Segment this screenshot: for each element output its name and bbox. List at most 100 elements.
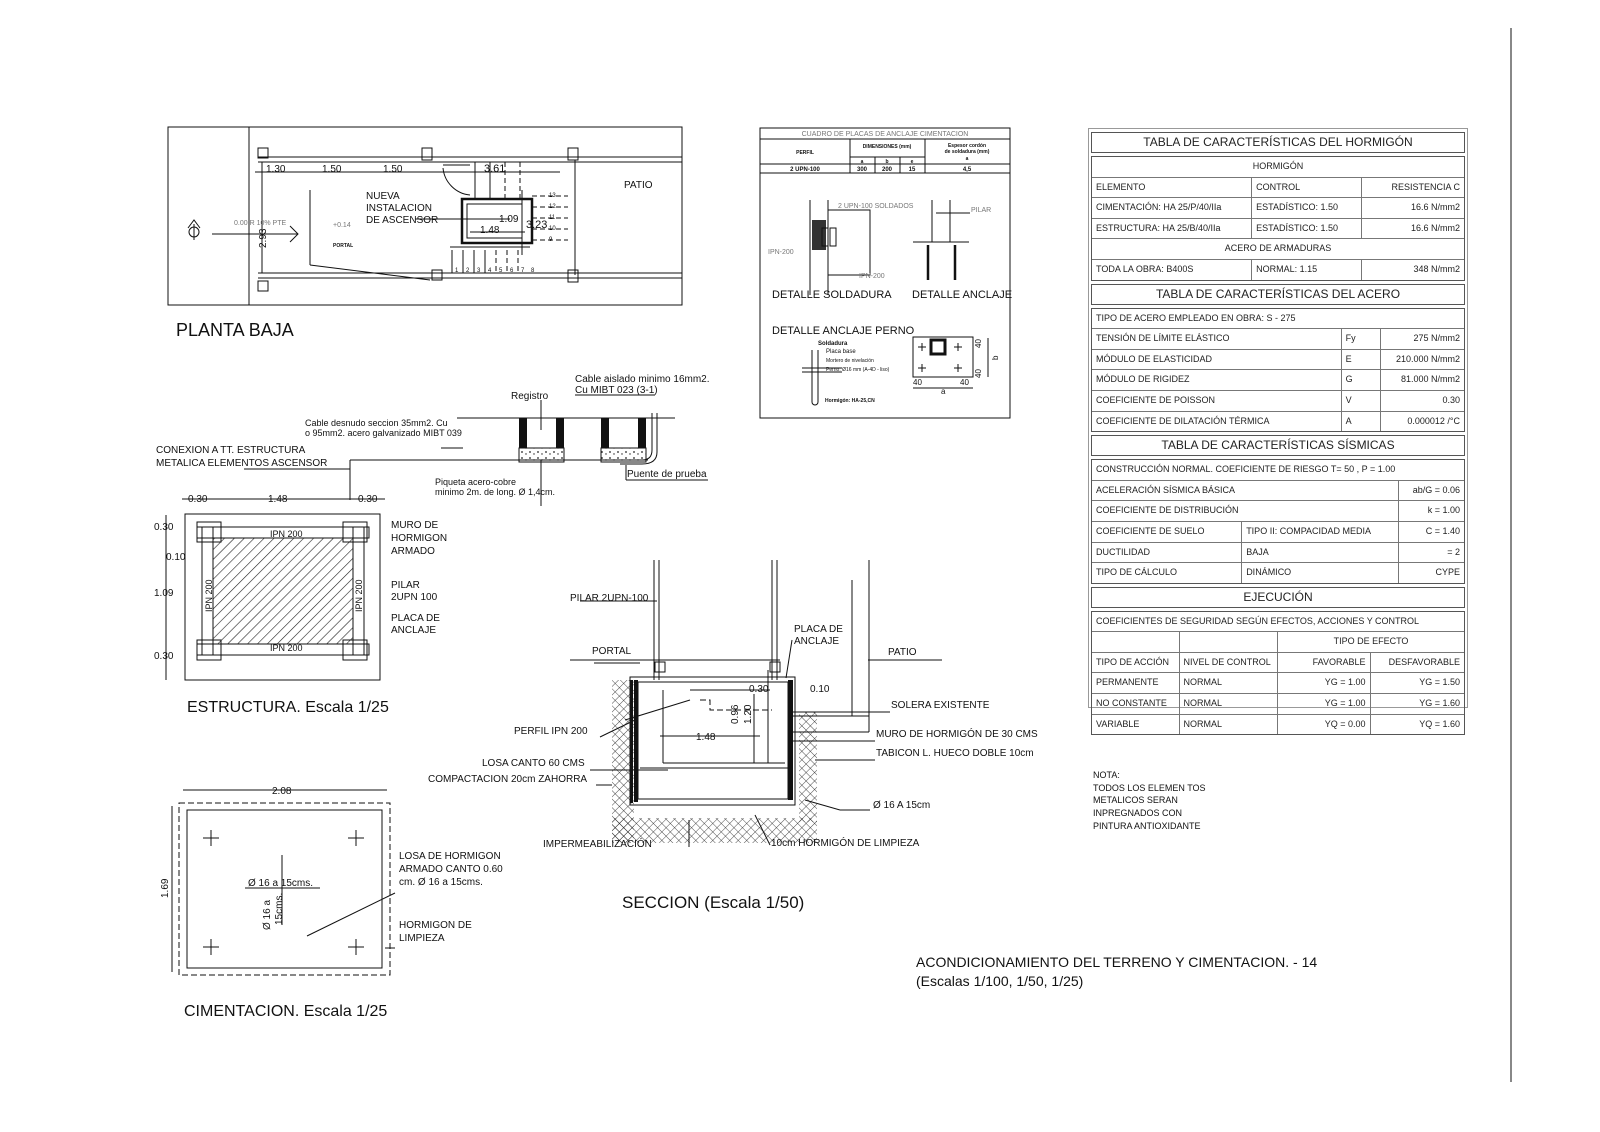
limpieza-line-1: HORMIGON DE bbox=[399, 920, 472, 931]
placa-line-2: ANCLAJE bbox=[391, 625, 436, 636]
table-cell: G bbox=[1340, 370, 1381, 390]
pilar-detail-label: PILAR bbox=[971, 207, 991, 214]
sheet-title: ACONDICIONAMIENTO DEL TERRENO Y CIMENTAC… bbox=[916, 954, 1317, 970]
table-cell: 0.30 bbox=[1380, 390, 1464, 411]
table-cell: k = 1.00 bbox=[1398, 501, 1464, 521]
table-title: TABLA DE CARACTERÍSTICAS DEL HORMIGÓN bbox=[1091, 132, 1465, 153]
table-cell: ESTRUCTURA: HA 25/B/40/IIa bbox=[1096, 222, 1221, 233]
table-cell: TIPO DE EFECTO bbox=[1277, 632, 1464, 652]
cuadro-cell-b: 200 bbox=[882, 167, 893, 173]
table-cell: COEFICIENTES DE SEGURIDAD SEGÚN EFECTOS,… bbox=[1096, 615, 1420, 626]
table-cell: NORMAL: 1.15 bbox=[1251, 259, 1360, 280]
table-cell bbox=[1178, 632, 1277, 652]
cuadro-title: CUADRO DE PLACAS DE ANCLAJE CIMENTACION bbox=[802, 131, 969, 138]
table-cell: VARIABLE bbox=[1096, 718, 1140, 729]
perno-label-mortero: Mortero de nivelación bbox=[826, 358, 874, 364]
patio-label: PATIO bbox=[624, 180, 653, 191]
seccion-drawing bbox=[570, 560, 942, 847]
table-cell: RESISTENCIA C bbox=[1360, 177, 1464, 198]
detalle-anclaje-title: DETALLE ANCLAJE bbox=[912, 289, 1012, 301]
cuadro-header-espesor-2: de soldadura (mm) bbox=[945, 149, 990, 155]
seccion-portal-label: PORTAL bbox=[592, 646, 632, 657]
placa-dim-40-d: 40 bbox=[974, 369, 983, 378]
table-cell: ACELERACIÓN SÍSMICA BÁSICA bbox=[1096, 484, 1236, 495]
table-title: TABLA DE CARACTERÍSTICAS SÍSMICAS bbox=[1091, 435, 1465, 457]
cuadro-cell-espesor: 4,5 bbox=[963, 167, 972, 173]
registro-label: Registro bbox=[511, 391, 549, 402]
table-row: COEFICIENTES DE SEGURIDAD SEGÚN EFECTOS,… bbox=[1092, 612, 1464, 632]
step-4: 4 bbox=[488, 268, 492, 274]
puente-prueba-label: Puente de prueba bbox=[627, 469, 707, 480]
table-cell: NO CONSTANTE bbox=[1096, 698, 1167, 709]
ipn-bottom-label: IPN 200 bbox=[270, 643, 303, 653]
estructura-dim-0-30-top: 0.30 bbox=[154, 522, 174, 533]
losa-line-3: cm. Ø 16 a 15cms. bbox=[399, 877, 483, 888]
step-5: 5 bbox=[499, 268, 503, 274]
seccion-placa-line-2: ANCLAJE bbox=[794, 636, 839, 647]
lift-label-line-3: DE ASCENSOR bbox=[366, 215, 438, 226]
conexion-line-2: METALICA ELEMENTOS ASCENSOR bbox=[156, 458, 327, 469]
estructura-plan bbox=[165, 498, 385, 681]
ipn-200-label-a: IPN-200 bbox=[768, 249, 794, 256]
piqueta-line-1: Piqueta acero-cobre bbox=[435, 477, 516, 487]
earthing-detail bbox=[244, 394, 708, 506]
table-cell: NORMAL bbox=[1178, 694, 1277, 714]
table-cell: V bbox=[1340, 390, 1381, 411]
cuadro-cell-perfil: 2 UPN-100 bbox=[790, 167, 820, 173]
dim-1-50-b: 1.50 bbox=[383, 164, 403, 175]
table-cell: E bbox=[1340, 349, 1381, 370]
table-cell: CONTROL bbox=[1251, 177, 1360, 198]
cuadro-header-b: b bbox=[885, 159, 888, 165]
table-title: TABLA DE CARACTERÍSTICAS DEL ACERO bbox=[1091, 283, 1465, 305]
step-10: 10 bbox=[549, 226, 556, 232]
table-row: TIPO DE ACERO EMPLEADO EN OBRA: S - 275 bbox=[1092, 309, 1464, 329]
table-cell: COEFICIENTE DE POISSON bbox=[1096, 394, 1216, 405]
estructura-dim-0-30-bottom: 0.30 bbox=[154, 651, 174, 662]
impermeabilizacion-label: IMPERMEABILIZACIÓN bbox=[543, 837, 652, 850]
seccion-dim-1-20: 1.20 bbox=[743, 704, 754, 724]
cable-aislado-line-2: Cu MIBT 023 (3-1) bbox=[575, 385, 658, 396]
table-cell: NORMAL bbox=[1178, 714, 1277, 735]
ipn-top-label: IPN 200 bbox=[270, 529, 303, 539]
table-cell: YG = 1.50 bbox=[1369, 673, 1465, 694]
solera-label: SOLERA EXISTENTE bbox=[891, 700, 990, 711]
nota-line-5: PINTURA ANTIOXIDANTE bbox=[1093, 821, 1201, 831]
table-row: ACERO DE ARMADURAS bbox=[1092, 238, 1464, 259]
detalle-perno-title: DETALLE ANCLAJE PERNO bbox=[772, 325, 915, 337]
cuadro-header-espesor-1: Espesor cordón bbox=[948, 143, 986, 149]
table-cell: YG = 1.60 bbox=[1369, 694, 1465, 714]
pilar-line-1: PILAR bbox=[391, 580, 420, 591]
muro-line-2: HORMIGON bbox=[391, 533, 447, 544]
table-cell: C = 1.40 bbox=[1398, 521, 1464, 542]
conexion-line-1: CONEXION A TT. ESTRUCTURA bbox=[156, 445, 306, 456]
cable-desnudo-line-1: Cable desnudo seccion 35mm2. Cu bbox=[305, 418, 448, 428]
estructura-title: ESTRUCTURA. Escala 1/25 bbox=[187, 699, 389, 716]
pilar-line-2: 2UPN 100 bbox=[391, 592, 438, 603]
step-13: 13 bbox=[549, 193, 556, 199]
cimentacion-plan bbox=[171, 789, 396, 976]
cuadro-header-a: a bbox=[861, 159, 864, 165]
tabicon-label: TABICON L. HUECO DOBLE 10cm bbox=[876, 748, 1034, 759]
cuadro-header-espesor-a: a bbox=[966, 156, 969, 162]
placa-dim-b: b bbox=[991, 355, 1000, 360]
table-cell: ELEMENTO bbox=[1096, 181, 1146, 192]
table-cell: ESTADÍSTICO: 1.50 bbox=[1251, 198, 1360, 218]
entry-level: 0.00 R 10% PTE bbox=[234, 220, 286, 227]
table-cell: 210.000 N/mm2 bbox=[1380, 349, 1464, 370]
piqueta-line-2: minimo 2m. de long. Ø 1,4cm. bbox=[435, 487, 555, 497]
seccion-placa-line-1: PLACA DE bbox=[794, 624, 843, 635]
